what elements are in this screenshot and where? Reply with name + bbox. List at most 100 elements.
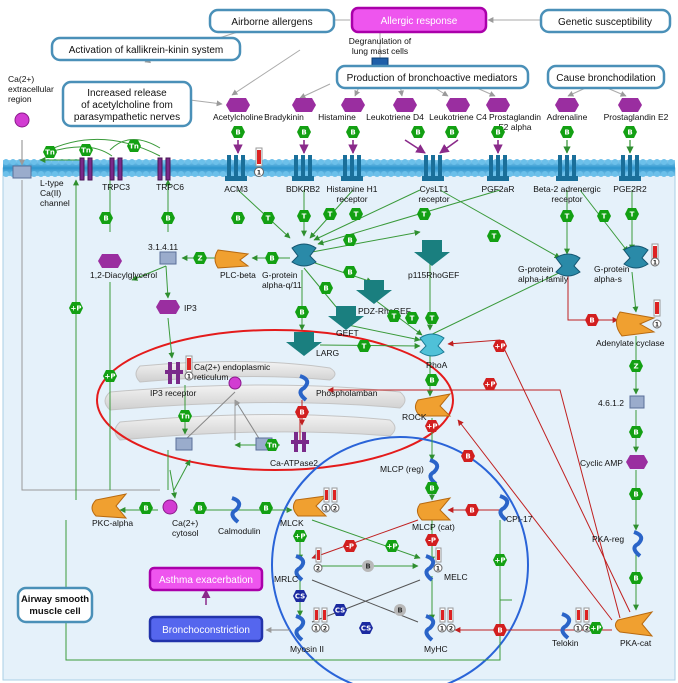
badge-transformation[interactable]: T	[405, 312, 419, 324]
ip3-node[interactable]	[156, 300, 180, 314]
badge-binding[interactable]: B	[193, 502, 207, 514]
gq-protein-node[interactable]	[291, 243, 317, 267]
enzyme-4-6-1-2-node[interactable]	[629, 395, 645, 409]
badge-cs[interactable]: CS	[359, 622, 373, 634]
badge-binding[interactable]: B	[560, 126, 574, 138]
mrlc-node[interactable]	[294, 554, 306, 582]
badge-binding[interactable]: B	[295, 406, 309, 418]
badge-binding[interactable]: B	[362, 560, 374, 572]
adenylate-cyclase-node[interactable]	[616, 311, 656, 337]
badge-binding[interactable]: B	[493, 624, 507, 636]
adrenaline-node[interactable]	[555, 98, 579, 112]
badge-transformation[interactable]: T	[425, 312, 439, 324]
badge-phospho[interactable]: +P	[589, 622, 603, 634]
larg-node[interactable]	[286, 332, 322, 356]
bdkrb2-receptor-node[interactable]	[292, 155, 314, 181]
badge-transformation[interactable]: T	[261, 212, 275, 224]
badge-binding[interactable]: B	[491, 126, 505, 138]
ltype-channel-node[interactable]	[12, 165, 32, 179]
histamine-h1-receptor-node[interactable]	[341, 155, 363, 181]
geft-node[interactable]	[328, 306, 364, 330]
mlcp-cat-node[interactable]	[416, 497, 452, 521]
badge-transport[interactable]: Tn	[178, 410, 192, 422]
badge-phospho[interactable]: +P	[103, 370, 117, 382]
badge-binding[interactable]: B	[259, 502, 273, 514]
ca-atpase2-node[interactable]	[291, 432, 309, 452]
badge-phospho[interactable]: +P	[493, 554, 507, 566]
badge-dephospho[interactable]: -P	[425, 534, 439, 546]
myhc-node[interactable]	[424, 614, 436, 642]
badge-binding[interactable]: B	[623, 126, 637, 138]
plc-beta-node[interactable]	[214, 249, 250, 269]
trpc3-node[interactable]	[109, 157, 123, 181]
badge-binding[interactable]: B	[629, 572, 643, 584]
badge-phospho[interactable]: +P	[69, 302, 83, 314]
bronchoconstriction-box[interactable]	[148, 615, 264, 643]
asthma-exacerbation-box[interactable]	[148, 566, 264, 592]
badge-transport[interactable]: Tn	[127, 140, 141, 152]
pgf2ar-receptor-node[interactable]	[487, 155, 509, 181]
myosin-ii-node[interactable]	[294, 614, 306, 642]
rock-node[interactable]	[414, 393, 452, 417]
melc-node[interactable]	[424, 554, 436, 582]
badge-binding[interactable]: B	[231, 212, 245, 224]
badge-binding[interactable]: B	[465, 504, 479, 516]
beta2-receptor-node[interactable]	[556, 155, 578, 181]
badge-binding[interactable]: B	[295, 306, 309, 318]
gi-protein-node[interactable]	[555, 253, 581, 277]
badge-transformation[interactable]: T	[387, 310, 401, 322]
phospholamban-node[interactable]	[298, 374, 310, 402]
prostaglandin-e2-node[interactable]	[618, 98, 642, 112]
pkc-alpha-node[interactable]	[91, 493, 128, 519]
badge-binding[interactable]: B	[99, 212, 113, 224]
pdz-rhogef-node[interactable]	[356, 280, 392, 304]
box-bronchoactive[interactable]	[335, 64, 530, 90]
box-acetylcholine-release[interactable]	[61, 80, 193, 128]
badge-catalysis[interactable]: Z	[629, 360, 643, 372]
er-channel-left-node[interactable]	[175, 437, 193, 451]
leukotriene-c4-node[interactable]	[446, 98, 470, 112]
badge-binding[interactable]: B	[231, 126, 245, 138]
dag-node[interactable]	[98, 254, 122, 268]
badge-phospho[interactable]: +P	[493, 340, 507, 352]
badge-phospho[interactable]: +P	[483, 378, 497, 390]
enzyme-3-1-4-11-node[interactable]	[159, 251, 177, 265]
badge-transformation[interactable]: T	[487, 230, 501, 242]
badge-transformation[interactable]: T	[597, 210, 611, 222]
badge-cs[interactable]: CS	[333, 604, 347, 616]
badge-binding[interactable]: B	[629, 426, 643, 438]
pge2r2-receptor-node[interactable]	[619, 155, 641, 181]
cyclic-amp-node[interactable]	[626, 455, 648, 469]
badge-transformation[interactable]: T	[357, 340, 371, 352]
cpi17-node[interactable]	[498, 494, 510, 522]
calmodulin-node[interactable]	[230, 496, 242, 524]
badge-phospho[interactable]: +P	[293, 530, 307, 542]
ca-cytosol-node[interactable]	[162, 499, 178, 515]
badge-binding[interactable]: B	[585, 314, 599, 326]
badge-binding[interactable]: B	[346, 126, 360, 138]
trpc6-node[interactable]	[157, 157, 171, 181]
badge-binding[interactable]: B	[265, 252, 279, 264]
badge-binding[interactable]: B	[425, 374, 439, 386]
badge-transformation[interactable]: T	[323, 208, 337, 220]
rhoa-node[interactable]	[419, 333, 445, 357]
badge-binding[interactable]: B	[297, 126, 311, 138]
badge-binding[interactable]: B	[411, 126, 425, 138]
ca-er-node[interactable]	[228, 376, 242, 390]
acetylcholine-node[interactable]	[226, 98, 250, 112]
badge-transformation[interactable]: T	[349, 208, 363, 220]
p115rhogef-node[interactable]	[414, 240, 450, 266]
mlcp-reg-node[interactable]	[428, 458, 440, 486]
box-genetic-susceptibility[interactable]	[539, 8, 672, 34]
ca-extracellular-node[interactable]	[14, 112, 30, 128]
gs-protein-node[interactable]	[623, 245, 649, 269]
badge-binding[interactable]: B	[343, 234, 357, 246]
badge-binding[interactable]: B	[343, 266, 357, 278]
box-allergic-response[interactable]	[350, 6, 488, 34]
box-kallikrein[interactable]	[50, 36, 242, 62]
badge-transformation[interactable]: T	[560, 210, 574, 222]
badge-binding[interactable]: B	[161, 212, 175, 224]
badge-binding[interactable]: B	[445, 126, 459, 138]
trpc-l-node[interactable]	[79, 157, 93, 181]
badge-transformation[interactable]: T	[297, 210, 311, 222]
